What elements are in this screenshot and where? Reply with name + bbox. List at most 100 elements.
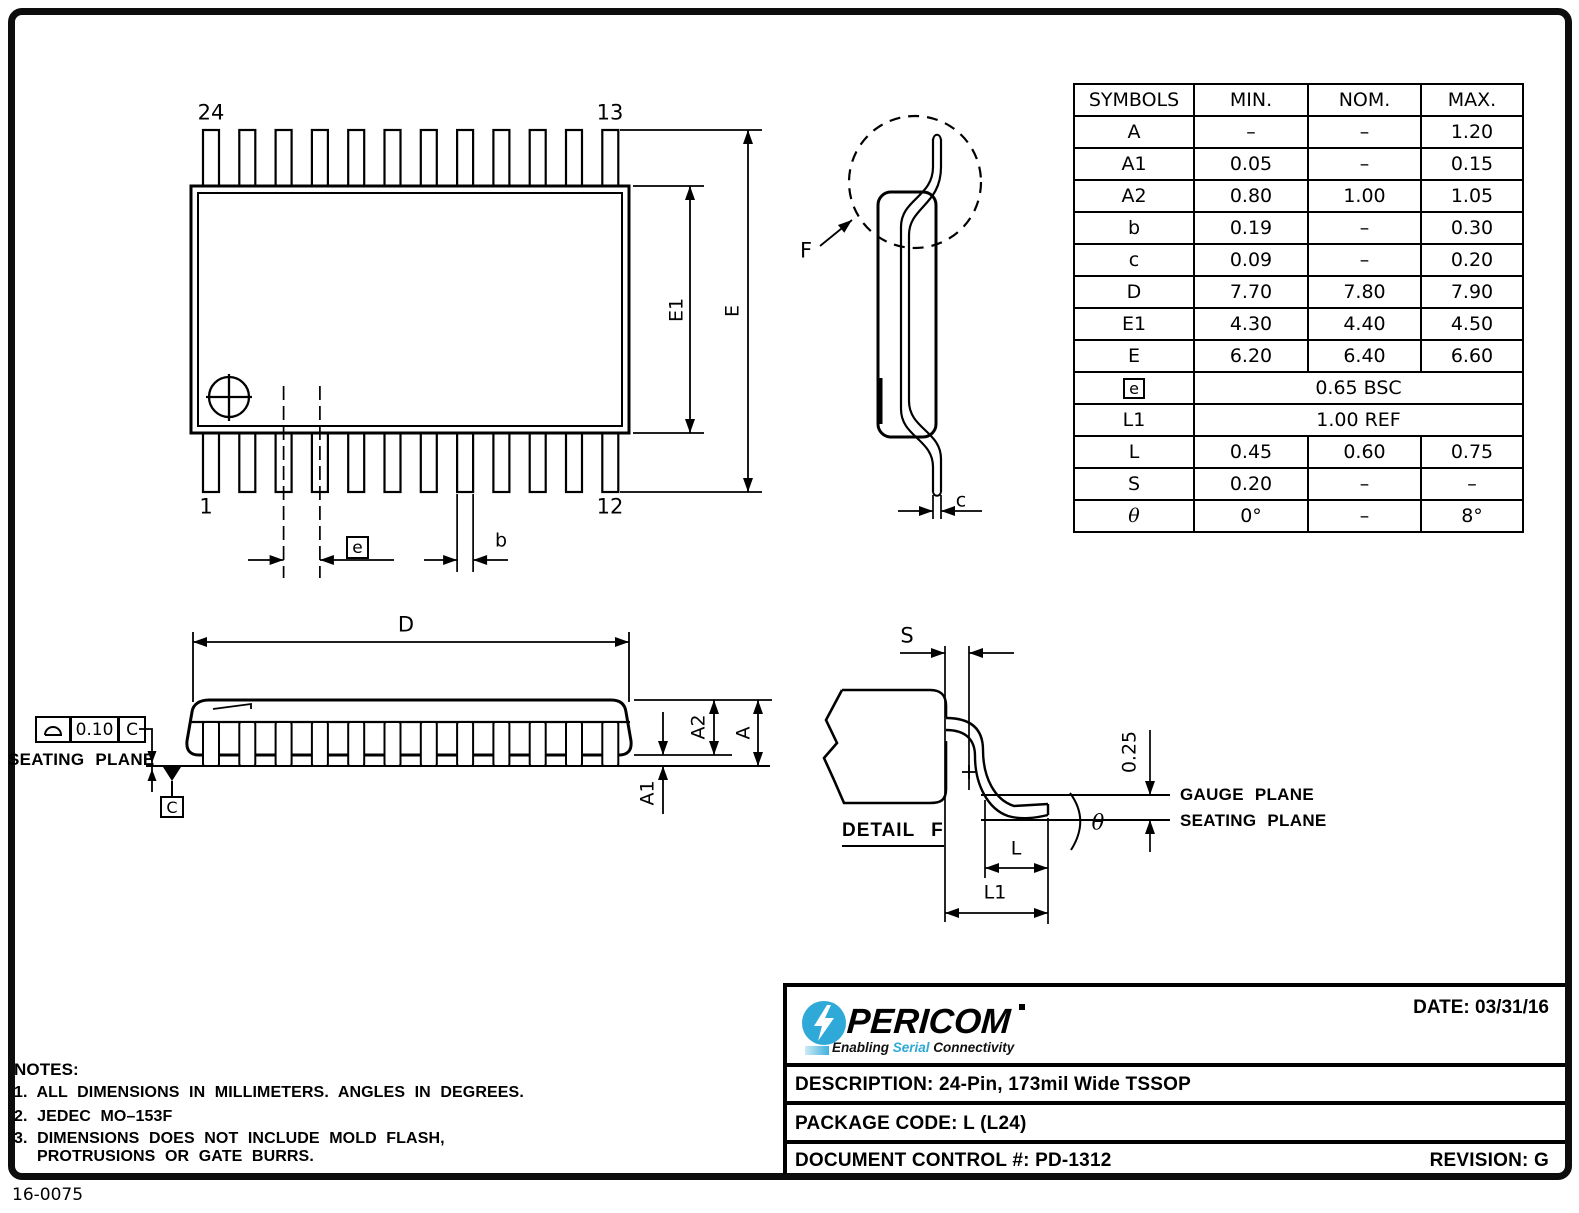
- symbol-cell: E: [1073, 339, 1195, 373]
- symbol-cell: e: [1073, 371, 1195, 405]
- profile-of-surface-icon: [35, 716, 71, 743]
- value-cell: 1.20: [1420, 115, 1524, 149]
- dim-E1-label: E1: [665, 297, 688, 323]
- drawing-border: [8, 8, 1572, 1180]
- dim-E1-lines: [633, 185, 704, 434]
- detail-f-ref-label: F: [799, 238, 813, 263]
- merged-value-cell: 0.65 BSC: [1193, 371, 1524, 405]
- table-row: A––1.20: [1073, 115, 1524, 149]
- pericom-logo-icon: [802, 1001, 846, 1045]
- value-cell: 0.15: [1420, 147, 1524, 181]
- value-cell: 6.60: [1420, 339, 1524, 373]
- dim-A2-label: A2: [687, 714, 710, 740]
- datum-c-box: C: [160, 796, 184, 818]
- value-cell: 8°: [1420, 499, 1524, 533]
- pin-13-label: 13: [596, 100, 624, 125]
- fcf-tolerance: 0.10: [71, 716, 119, 743]
- front-view: [139, 632, 772, 814]
- pericom-logo-text: PERICOM: [845, 1002, 1012, 1041]
- value-cell: 6.40: [1307, 339, 1422, 373]
- dim-A-label: A: [732, 726, 755, 740]
- end-view-body: [876, 190, 938, 439]
- dim-b-label: b: [494, 529, 508, 552]
- detail-f-view: [822, 646, 1170, 924]
- note-line-4: PROTRUSIONS OR GATE BURRS.: [37, 1148, 314, 1165]
- symbol-cell: b: [1073, 211, 1195, 245]
- dim-e-lines: [248, 386, 394, 578]
- dim-A-group: [634, 699, 772, 814]
- value-cell: –: [1307, 211, 1422, 245]
- theta-label: θ: [1091, 810, 1105, 835]
- pin-12-label: 12: [596, 494, 624, 519]
- symbol-cell: c: [1073, 243, 1195, 277]
- logo-tagline-bar: [805, 1046, 829, 1055]
- value-cell: 4.30: [1193, 307, 1309, 341]
- zone-arrow-down: [147, 751, 157, 763]
- end-view-lead: [899, 133, 943, 497]
- value-cell: 0.20: [1193, 467, 1309, 501]
- value-cell: –: [1307, 467, 1422, 501]
- dim-L-lines: [984, 800, 1049, 924]
- front-view-chamfer-mark: [212, 702, 252, 710]
- dim-e-label: e: [346, 536, 369, 559]
- seating-plane-detail-label: SEATING PLANE: [1180, 811, 1327, 830]
- symbol-cell: A: [1073, 115, 1195, 149]
- dim-A1-label: A1: [636, 780, 659, 806]
- notes-title: NOTES:: [14, 1060, 79, 1079]
- dim-S-label: S: [900, 623, 914, 648]
- symbol-cell: E1: [1073, 307, 1195, 341]
- symbol-cell: A2: [1073, 179, 1195, 213]
- seating-plane-label: SEATING PLANE: [8, 750, 155, 769]
- value-cell: 0.45: [1193, 435, 1309, 469]
- value-cell: –: [1420, 467, 1524, 501]
- dim-L1-label: L1: [983, 881, 1007, 904]
- note-line-3: 3. DIMENSIONS DOES NOT INCLUDE MOLD FLAS…: [14, 1130, 445, 1147]
- value-cell: 7.80: [1307, 275, 1422, 309]
- value-cell: 4.40: [1307, 307, 1422, 341]
- detail-lead-upper: [945, 716, 1049, 808]
- value-cell: –: [1307, 243, 1422, 277]
- value-cell: –: [1193, 115, 1309, 149]
- table-header-cell: SYMBOLS: [1073, 83, 1195, 117]
- fcf-datum-ref: C: [119, 716, 146, 743]
- symbol-cell: θ: [1073, 499, 1195, 533]
- feature-control-frame: 0.10 C: [35, 716, 146, 743]
- dim-D-label: D: [397, 612, 415, 637]
- logo-tagline: Enabling Serial Connectivity: [832, 1040, 1015, 1055]
- date-field: DATE: 03/31/16: [1413, 997, 1549, 1018]
- value-cell: 0.80: [1193, 179, 1309, 213]
- symbol-cell: L: [1073, 435, 1195, 469]
- package-code-row: PACKAGE CODE: L (L24): [787, 1105, 1565, 1144]
- value-cell: 0.75: [1420, 435, 1524, 469]
- title-block-logo-row: PERICOM Enabling Serial Connectivity DAT…: [787, 987, 1565, 1067]
- zone-arrow-up: [147, 769, 157, 781]
- dim-L-label: L: [1010, 837, 1022, 860]
- note-line-2: 2. JEDEC MO–153F: [14, 1108, 173, 1125]
- description-field: DESCRIPTION: 24-Pin, 173mil Wide TSSOP: [795, 1074, 1191, 1095]
- table-header-cell: MAX.: [1420, 83, 1524, 117]
- value-cell: 0°: [1193, 499, 1309, 533]
- top-pin-row: [201, 128, 620, 189]
- registered-mark-icon: [1019, 1004, 1025, 1010]
- end-view: [819, 114, 983, 519]
- value-cell: 1.05: [1420, 179, 1524, 213]
- dim-025-label: 0.25: [1118, 730, 1141, 774]
- symbol-cell: A1: [1073, 147, 1195, 181]
- pin-1-label: 1: [199, 494, 213, 519]
- value-cell: 1.00: [1307, 179, 1422, 213]
- merged-value-cell: 1.00 REF: [1193, 403, 1524, 437]
- dim-E-lines: [620, 129, 762, 493]
- value-cell: 0.60: [1307, 435, 1422, 469]
- revision-field: REVISION: G: [1429, 1150, 1549, 1171]
